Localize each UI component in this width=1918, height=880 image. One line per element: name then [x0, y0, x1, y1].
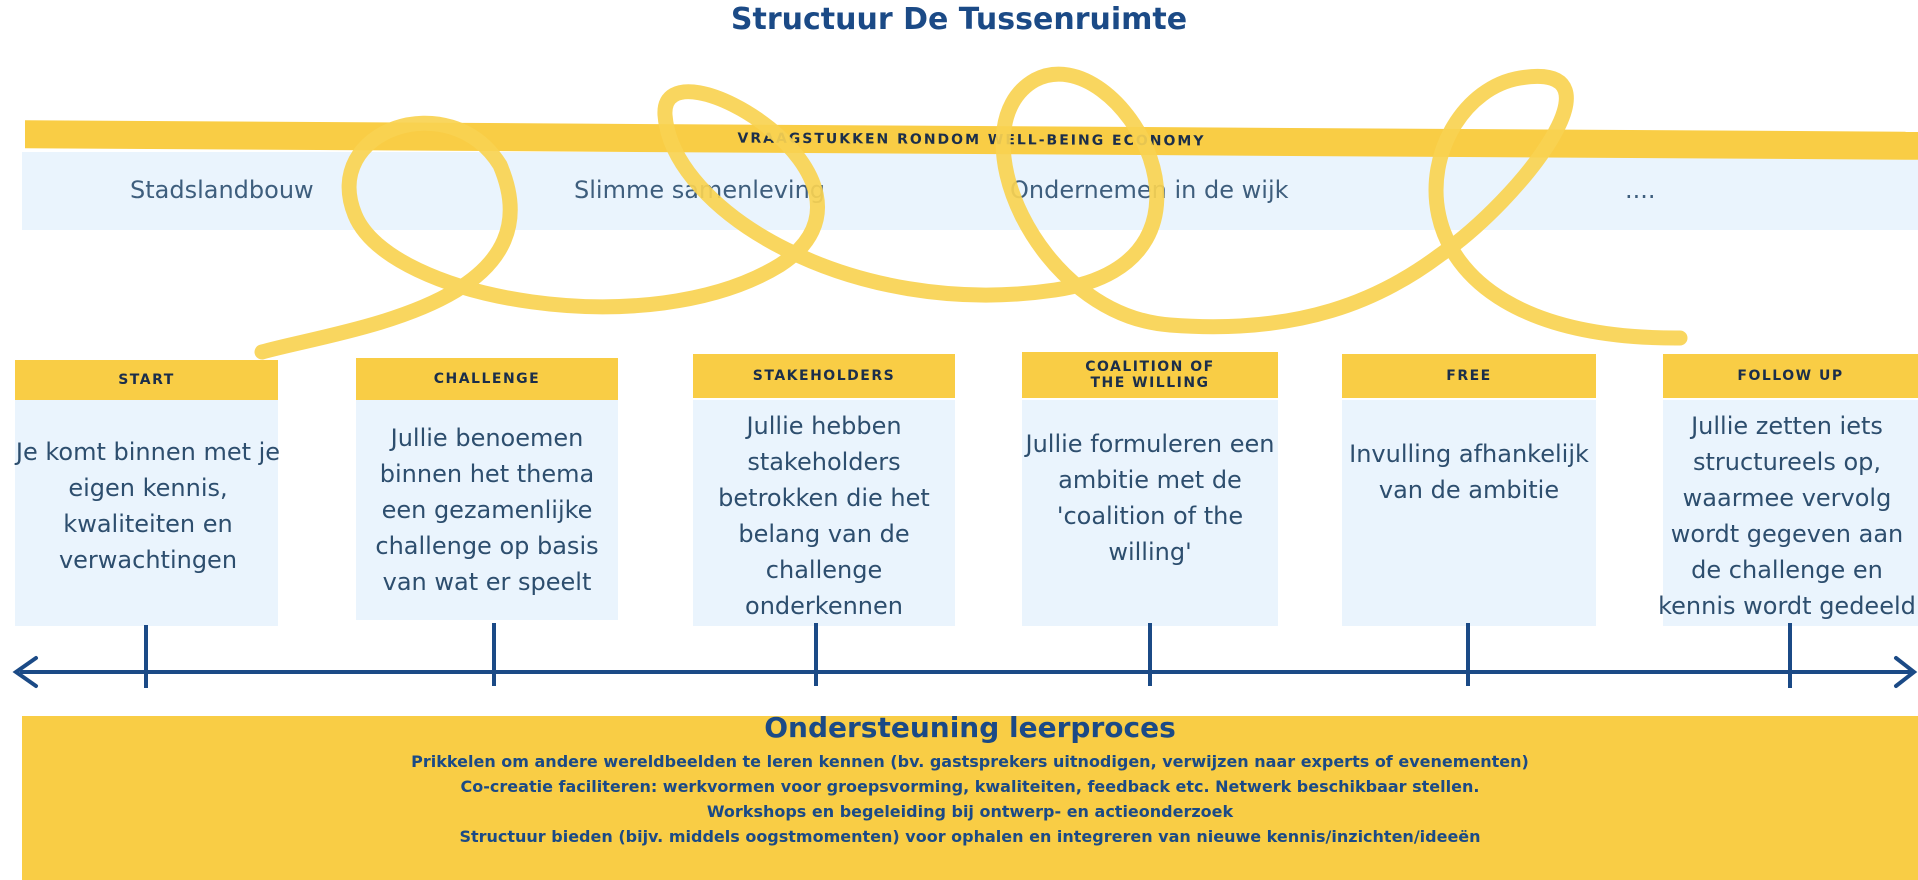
- phase-text-challenge: Jullie benoemen binnen het thema een gez…: [375, 424, 599, 596]
- support-line-4: Structuur bieden (bijv. middels oogstmom…: [459, 827, 1481, 846]
- support-panel: Ondersteuning leerproces Prikkelen om an…: [22, 711, 1918, 880]
- phase-header-start: START: [15, 360, 278, 400]
- theme-item-more: ....: [1625, 176, 1656, 204]
- phase-body-stakeholders: [693, 400, 955, 626]
- support-line-3: Workshops en begeleiding bij ontwerp- en…: [706, 802, 1234, 821]
- phase-header-follow-up: FOLLOW UP: [1663, 354, 1918, 398]
- theme-band: [22, 152, 1918, 230]
- phase-body-coalition: [1022, 400, 1278, 626]
- support-line-1: Prikkelen om andere wereldbeelden te ler…: [411, 752, 1529, 771]
- diagram-title: Structuur De Tussenruimte: [730, 2, 1188, 37]
- phase-text-start: Je komt binnen met je eigen kennis, kwal…: [15, 438, 281, 574]
- support-title: Ondersteuning leerproces: [764, 711, 1176, 744]
- timeline-arrow-right: [1894, 656, 1918, 688]
- phase-header-stakeholders: STAKEHOLDERS: [693, 354, 955, 398]
- phase-body-follow-up: [1663, 400, 1918, 626]
- phase-header-free: FREE: [1342, 354, 1596, 398]
- swirl-line: [254, 66, 1688, 360]
- phase-text-stakeholders: Jullie hebben stakeholders betrokken die…: [718, 412, 930, 620]
- phase-text-follow-up: Jullie zetten iets structureels op, waar…: [1658, 412, 1916, 620]
- phase-text-free: Invulling afhankelijk van de ambitie: [1349, 440, 1589, 504]
- phase-text-coalition: Jullie formuleren een ambitie met de 'co…: [1025, 430, 1275, 566]
- phase-body-start: [15, 400, 278, 626]
- phase-header-coalition: COALITION OF THE WILLING: [1022, 352, 1278, 398]
- phase-header-challenge: CHALLENGE: [356, 358, 618, 400]
- timeline-arrow-left: [12, 656, 38, 688]
- phase-body-challenge: [356, 400, 618, 620]
- phase-body-free: [1342, 400, 1596, 626]
- support-line-2: Co-creatie faciliteren: werkvormen voor …: [460, 777, 1480, 796]
- theme-item-stadslandbouw: Stadslandbouw: [130, 176, 314, 204]
